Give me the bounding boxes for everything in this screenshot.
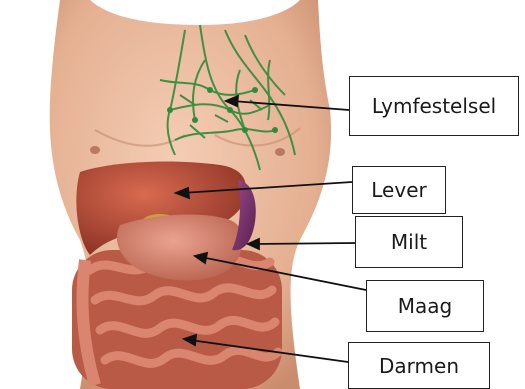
label-maag: Maag xyxy=(366,280,484,332)
label-milt: Milt xyxy=(355,216,463,268)
label-darmen-text: Darmen xyxy=(379,354,459,378)
label-milt-text: Milt xyxy=(391,230,427,254)
label-lymfestelsel-text: Lymfestelsel xyxy=(372,94,496,118)
label-maag-text: Maag xyxy=(398,294,452,318)
nipple-left xyxy=(90,146,100,154)
label-lever-text: Lever xyxy=(371,178,426,202)
nipple-right xyxy=(275,148,285,156)
label-lymfestelsel: Lymfestelsel xyxy=(349,76,519,136)
label-darmen: Darmen xyxy=(348,342,490,389)
label-lever: Lever xyxy=(352,166,446,214)
